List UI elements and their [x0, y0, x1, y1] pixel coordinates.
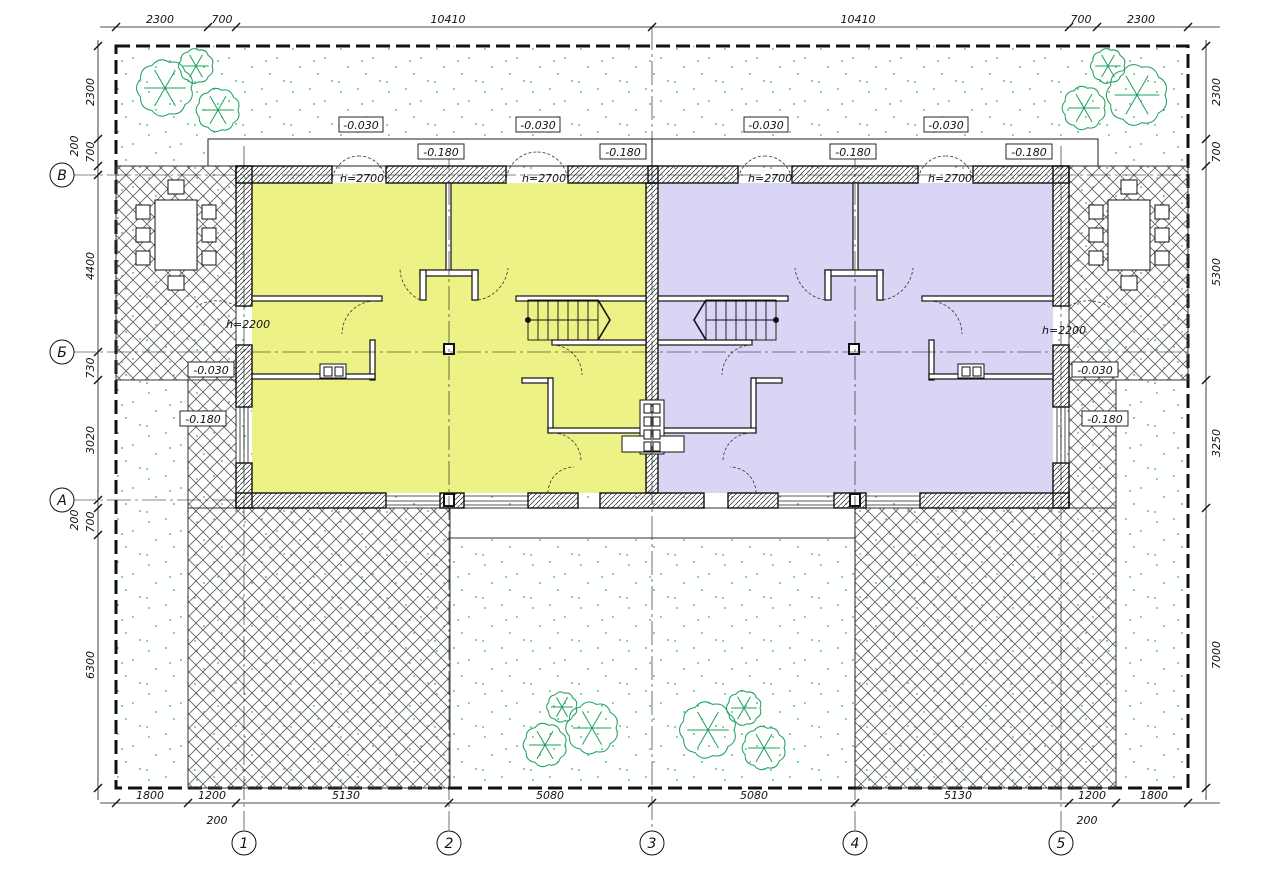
axis-lines	[72, 26, 1188, 830]
axis-bubble-b: Б	[49, 339, 75, 365]
height-label-1: h=2700	[340, 172, 384, 185]
dim-left-0: 2300	[84, 78, 97, 106]
height-label-5: h=2200	[226, 318, 270, 331]
axis-bubble-a: А	[49, 487, 75, 513]
dim-top-2: 10410	[431, 13, 466, 26]
dim-left-8: 6300	[84, 651, 97, 679]
height-label-3: h=2700	[748, 172, 792, 185]
door-swings	[196, 151, 1109, 494]
level-porch-6: -0.030	[1077, 364, 1112, 377]
patio-table-left	[135, 179, 217, 291]
svg-text:1: 1	[240, 836, 249, 852]
paved-terraces	[115, 165, 1189, 789]
svg-text:Б: Б	[57, 345, 67, 361]
dim-bottom-0: 1800	[136, 789, 164, 802]
front-porches	[207, 138, 1099, 167]
level-texts: -0.030 -0.030 -0.030 -0.030 -0.180 -0.18…	[185, 119, 1122, 426]
dim-top-5: 2300	[1127, 13, 1155, 26]
level-porch-5: -0.030	[193, 364, 228, 377]
tree-11	[726, 690, 762, 726]
tree-12	[741, 725, 786, 771]
tree-3	[195, 87, 240, 133]
tree-9	[546, 691, 578, 723]
dim-bottom-6: 1200	[1078, 789, 1106, 802]
dim-left-6: 200	[68, 510, 81, 531]
svg-text:В: В	[57, 168, 67, 184]
tree-4	[1105, 64, 1167, 126]
level-ground-3: -0.180	[835, 146, 870, 159]
axis-bubble-1: 1	[231, 830, 257, 856]
svg-text:3: 3	[648, 836, 657, 852]
dim-bottom-small-1: 200	[1077, 814, 1098, 827]
staircase-left	[525, 299, 611, 341]
dim-bottom-5: 5130	[944, 789, 972, 802]
exterior-walls	[235, 165, 1070, 509]
dim-right-3: 3250	[1210, 429, 1223, 457]
dim-left-5: 3020	[84, 426, 97, 454]
dim-bottom-2: 5130	[332, 789, 360, 802]
height-label-2: h=2700	[522, 172, 566, 185]
dim-top-3: 10410	[841, 13, 876, 26]
svg-text:5: 5	[1057, 836, 1066, 852]
level-porch-3: -0.030	[748, 119, 783, 132]
dim-bottom-1: 1200	[198, 789, 226, 802]
dim-left-3: 4400	[84, 252, 97, 280]
axis-bubble-4: 4	[842, 830, 868, 856]
dim-bottom-7: 1800	[1140, 789, 1168, 802]
windows	[239, 407, 1066, 506]
level-ground-1: -0.180	[423, 146, 458, 159]
height-label-4: h=2700	[928, 172, 972, 185]
level-marks	[179, 116, 1129, 427]
dim-right-1: 700	[1210, 142, 1223, 163]
level-porch-4: -0.030	[928, 119, 963, 132]
opening-heights: h=2700 h=2700 h=2700 h=2700 h=2200 h=220…	[226, 172, 1086, 337]
axis-bubble-2: 2	[436, 830, 462, 856]
tree-6	[1061, 85, 1106, 131]
dim-left-2: 700	[84, 142, 97, 163]
axis-bubble-5: 5	[1048, 830, 1074, 856]
dims-top: 2300 700 10410 10410 700 2300	[146, 13, 1155, 26]
tree-5	[1090, 48, 1126, 84]
tree-2	[178, 48, 214, 84]
svg-text:2: 2	[445, 836, 454, 852]
dim-left-1: 200	[68, 136, 81, 157]
axis-bubble-v: В	[49, 162, 75, 188]
height-label-6: h=2200	[1042, 324, 1086, 337]
dim-bottom-small-0: 200	[207, 814, 228, 827]
dim-left-7: 700	[84, 512, 97, 533]
dims-right: 2300 700 5300 3250 7000	[1210, 78, 1223, 669]
level-ground-5: -0.180	[185, 413, 220, 426]
interior-walls	[251, 182, 1054, 434]
dim-right-4: 7000	[1210, 641, 1223, 669]
level-ground-4: -0.180	[1011, 146, 1046, 159]
svg-text:4: 4	[851, 836, 860, 852]
svg-text:А: А	[56, 493, 67, 509]
dims-left: 2300 200 700 4400 730 3020 200 700 6300	[68, 78, 97, 679]
level-porch-2: -0.030	[520, 119, 555, 132]
level-porch-1: -0.030	[343, 119, 378, 132]
axis-bubble-3: 3	[639, 830, 665, 856]
dim-top-0: 2300	[146, 13, 174, 26]
staircase-right	[693, 299, 779, 341]
dimension-lines	[93, 22, 1220, 808]
level-ground-6: -0.180	[1087, 413, 1122, 426]
tree-10	[679, 701, 736, 759]
axis-bubbles: 1 2 3 4 5 В Б А	[49, 162, 1074, 856]
tree-8	[565, 701, 618, 755]
dims-bottom: 1800 1200 5130 5080 5080 5130 1200 1800 …	[136, 789, 1168, 827]
dim-right-2: 5300	[1210, 258, 1223, 286]
patio-table-right	[1088, 179, 1170, 291]
dim-right-0: 2300	[1210, 78, 1223, 106]
dim-top-1: 700	[212, 13, 233, 26]
dim-top-4: 700	[1071, 13, 1092, 26]
tree-7	[522, 722, 567, 768]
dim-bottom-3: 5080	[536, 789, 564, 802]
dim-bottom-4: 5080	[740, 789, 768, 802]
level-ground-2: -0.180	[605, 146, 640, 159]
trees	[136, 48, 1167, 771]
dim-left-4: 730	[84, 358, 97, 379]
